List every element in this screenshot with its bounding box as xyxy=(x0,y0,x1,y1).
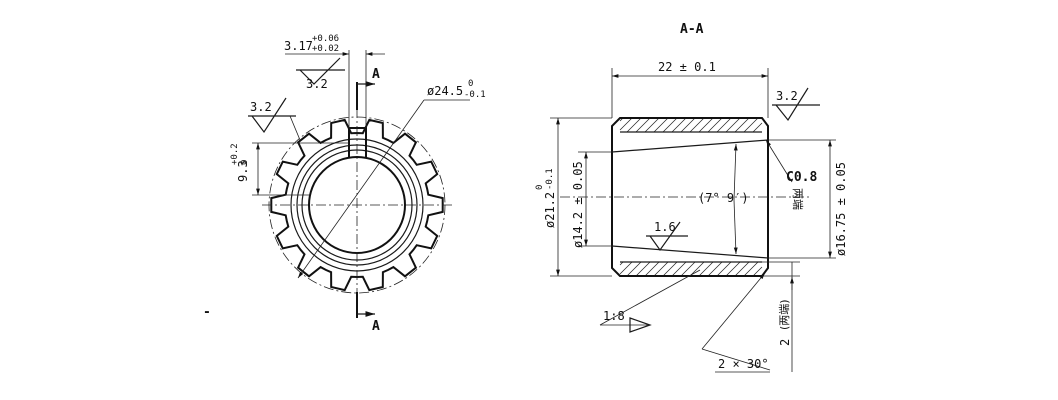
bottom-chamfer-leader xyxy=(701,272,766,350)
section-mark-top: A xyxy=(372,67,380,82)
hatch-line xyxy=(698,261,714,277)
roughness-symbol-right xyxy=(772,87,820,122)
hatch-line xyxy=(644,117,660,133)
hatch-line xyxy=(619,117,633,131)
hatch-line xyxy=(671,261,687,277)
taper-angle-value: (7° 9′) xyxy=(698,191,749,205)
hatch-line xyxy=(662,117,678,133)
roughness-top-value: 3.2 xyxy=(306,77,328,91)
hatch-line xyxy=(635,261,651,277)
chamfer-leader xyxy=(765,139,793,183)
width-tol-lower: +0.02 xyxy=(312,44,339,54)
hatch-line xyxy=(725,117,741,133)
height-dim-value: 9.3 xyxy=(236,160,250,182)
hatch-line xyxy=(743,261,759,277)
dia-outer-tol-lower: -0.1 xyxy=(545,168,555,190)
taper-arrow-down xyxy=(733,199,738,255)
roughness-symbol-left xyxy=(248,97,296,134)
chamfer-value: C0.8 xyxy=(786,170,817,185)
section-title: A-A xyxy=(680,22,704,37)
hatch-line xyxy=(734,117,750,133)
hatch-line xyxy=(644,261,660,277)
hatch-line xyxy=(707,261,723,277)
section-mark-bottom: A xyxy=(372,319,380,334)
hatch-line xyxy=(689,261,705,277)
hatch-line xyxy=(734,261,750,277)
taper-ratio-leader xyxy=(599,269,701,326)
hatch-line xyxy=(635,117,651,133)
hatch-line xyxy=(707,117,723,133)
hatch-line xyxy=(725,261,741,277)
outer-dia-tol-upper: 0 xyxy=(468,79,473,89)
roughness-symbol-top xyxy=(296,57,345,85)
hatch-line xyxy=(716,261,732,277)
hatch-line xyxy=(752,266,763,277)
roughness-inner-value: 1.6 xyxy=(654,220,676,234)
roughness-symbol-inner xyxy=(646,221,688,252)
hatch-line xyxy=(680,261,696,277)
bottom-chamfer-line xyxy=(701,348,771,371)
outer-dia-tol-lower: -0.1 xyxy=(464,90,486,100)
bottom-chamfer-value: 2 × 30° xyxy=(718,357,769,371)
left-tick-mark: - xyxy=(203,305,211,320)
bore-top xyxy=(611,139,769,153)
taper-ratio-symbol xyxy=(629,317,652,333)
hatch-line xyxy=(716,117,732,133)
hatch-bottom xyxy=(619,261,763,277)
end-width-value: 2 xyxy=(778,339,792,346)
hatch-line xyxy=(653,261,669,277)
chamfer-note: 两端 xyxy=(791,188,804,210)
front-view: A A 3.17 +0.06 +0.02 3.2 3.2 ø24.5 0 -0.… xyxy=(203,34,486,334)
hatch-line xyxy=(662,261,678,277)
hatch-line xyxy=(689,117,705,133)
width-tol-upper: +0.06 xyxy=(312,34,339,44)
roughness-left-value: 3.2 xyxy=(250,100,272,114)
dia-outer-tol-upper: 0 xyxy=(535,185,545,190)
hatch-line xyxy=(752,122,763,133)
section-view: A-A 22 ± 0.1 3.2 C0.8 两端 (7° 9′) xyxy=(535,22,848,373)
hatch-line xyxy=(653,117,669,133)
hatch-line xyxy=(680,117,696,133)
hatch-top xyxy=(619,117,763,133)
height-tol-upper: +0.2 xyxy=(230,143,240,165)
dia-outer-value: ø21.2 xyxy=(543,192,557,228)
hatch-line xyxy=(626,117,642,133)
length-dim-value: 22 ± 0.1 xyxy=(658,60,716,74)
roughness-left-leader xyxy=(289,115,301,141)
outer-dia-leader xyxy=(297,99,425,279)
dia-right-value: ø16.75 ± 0.05 xyxy=(834,162,848,256)
taper-arrow-up xyxy=(733,143,738,201)
hatch-line xyxy=(626,261,642,277)
dia-left-value: ø14.2 ± 0.05 xyxy=(571,161,585,248)
roughness-right-value: 3.2 xyxy=(776,89,798,103)
end-width-note: (两端) xyxy=(778,299,791,330)
hatch-line xyxy=(743,117,759,133)
hatch-line xyxy=(698,117,714,133)
width-dim-value: 3.17 xyxy=(284,39,313,53)
outer-dia-value: ø24.5 xyxy=(427,84,463,98)
bore-bottom xyxy=(611,245,769,259)
height-tol-lower: 0 xyxy=(240,160,250,165)
hatch-line xyxy=(671,117,687,133)
taper-ratio-value: 1:8 xyxy=(603,309,625,323)
hatch-line xyxy=(619,261,633,275)
